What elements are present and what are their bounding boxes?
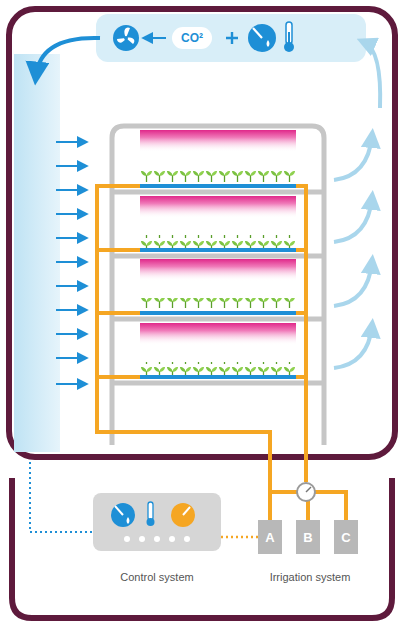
tank-box: B [296,520,320,554]
signal-line [221,536,258,539]
tank-box: A [258,520,282,554]
tank-box: C [334,520,358,554]
gas-pill: CO² [172,27,212,49]
control-unit: Control system [93,493,221,551]
box-label: B [303,530,312,545]
box-label: CO² [181,31,203,45]
control-icons [93,493,221,551]
unit-label: Control system [93,571,221,583]
box-label: A [265,530,274,545]
system-label: Irrigation system [270,571,351,583]
box-label: C [341,530,350,545]
